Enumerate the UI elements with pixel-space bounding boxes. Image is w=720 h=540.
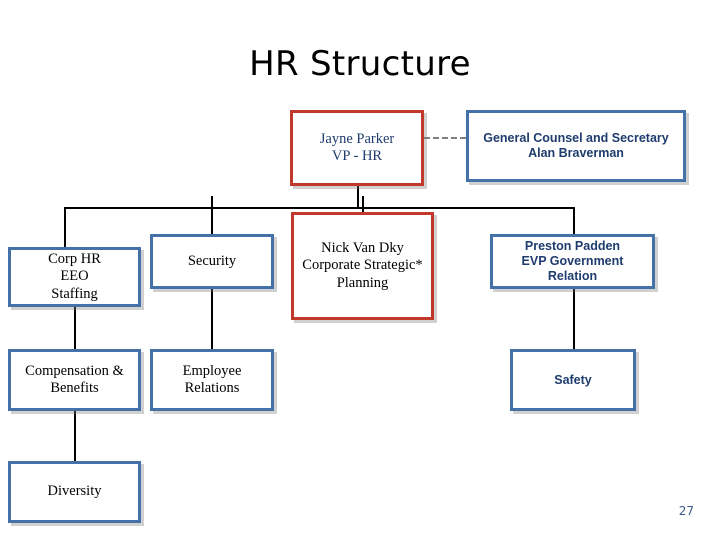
node-preston-padden-line2: EVP Government Relation <box>521 254 624 283</box>
connector-security-to-employee-relations <box>211 289 213 349</box>
node-jayne-parker-line2: VP - HR <box>331 148 383 164</box>
node-preston-padden[interactable]: Preston Padden EVP Government Relation <box>490 234 655 289</box>
node-jayne-parker-line1: Jayne Parker <box>319 130 395 147</box>
node-diversity-line1: Diversity <box>47 483 102 500</box>
node-corp-hr-line3: Staffing <box>51 285 98 302</box>
node-compensation-benefits-line1: Compensation & <box>25 362 124 379</box>
node-general-counsel[interactable]: General Counsel and Secretary Alan Brave… <box>466 110 686 182</box>
connector-main-bus <box>64 207 574 209</box>
node-corp-hr[interactable]: Corp HR EEO Staffing <box>8 247 141 307</box>
connector-dashed-parker-to-counsel <box>424 137 466 139</box>
page-number: 27 <box>678 504 694 518</box>
connector-preston-to-safety <box>573 289 575 349</box>
node-safety[interactable]: Safety <box>510 349 636 411</box>
node-nick-van-dky-line2: Corporate Strategic* <box>302 257 423 274</box>
node-compensation-benefits-line2: Benefits <box>50 380 99 396</box>
connector-corp-hr-to-compensation <box>74 307 76 349</box>
connector-compensation-to-diversity <box>74 411 76 461</box>
connector-bus-to-corp-hr <box>64 207 66 247</box>
node-security-line1: Security <box>187 252 237 269</box>
node-general-counsel-line2: Alan Braverman <box>528 146 624 160</box>
node-security[interactable]: Security <box>150 234 274 289</box>
node-preston-padden-line1: Preston Padden <box>524 239 621 254</box>
connector-bus-to-preston <box>573 207 575 234</box>
node-jayne-parker[interactable]: Jayne Parker VP - HR <box>290 110 424 186</box>
node-employee-relations-line2: Relations <box>184 380 240 396</box>
node-nick-van-dky-line3: Planning <box>336 274 389 291</box>
node-safety-line1: Safety <box>554 372 592 387</box>
connector-parker-down <box>357 186 359 208</box>
node-general-counsel-line1: General Counsel and Secretary <box>483 131 669 146</box>
node-compensation-benefits[interactable]: Compensation & Benefits <box>8 349 141 411</box>
node-corp-hr-line1: Corp HR <box>48 251 101 268</box>
node-employee-relations[interactable]: Employee Relations <box>150 349 274 411</box>
node-nick-van-dky[interactable]: Nick Van Dky Corporate Strategic* Planni… <box>291 212 434 320</box>
connector-parker-to-security-stub <box>211 196 213 208</box>
node-corp-hr-line2: EEO <box>60 268 89 285</box>
connector-bus-to-nick <box>362 196 364 212</box>
node-diversity[interactable]: Diversity <box>8 461 141 523</box>
page-title: HR Structure <box>249 44 471 84</box>
node-nick-van-dky-line1: Nick Van Dky <box>321 240 404 257</box>
connector-bus-to-security <box>211 207 213 234</box>
node-employee-relations-line1: Employee <box>182 362 242 379</box>
